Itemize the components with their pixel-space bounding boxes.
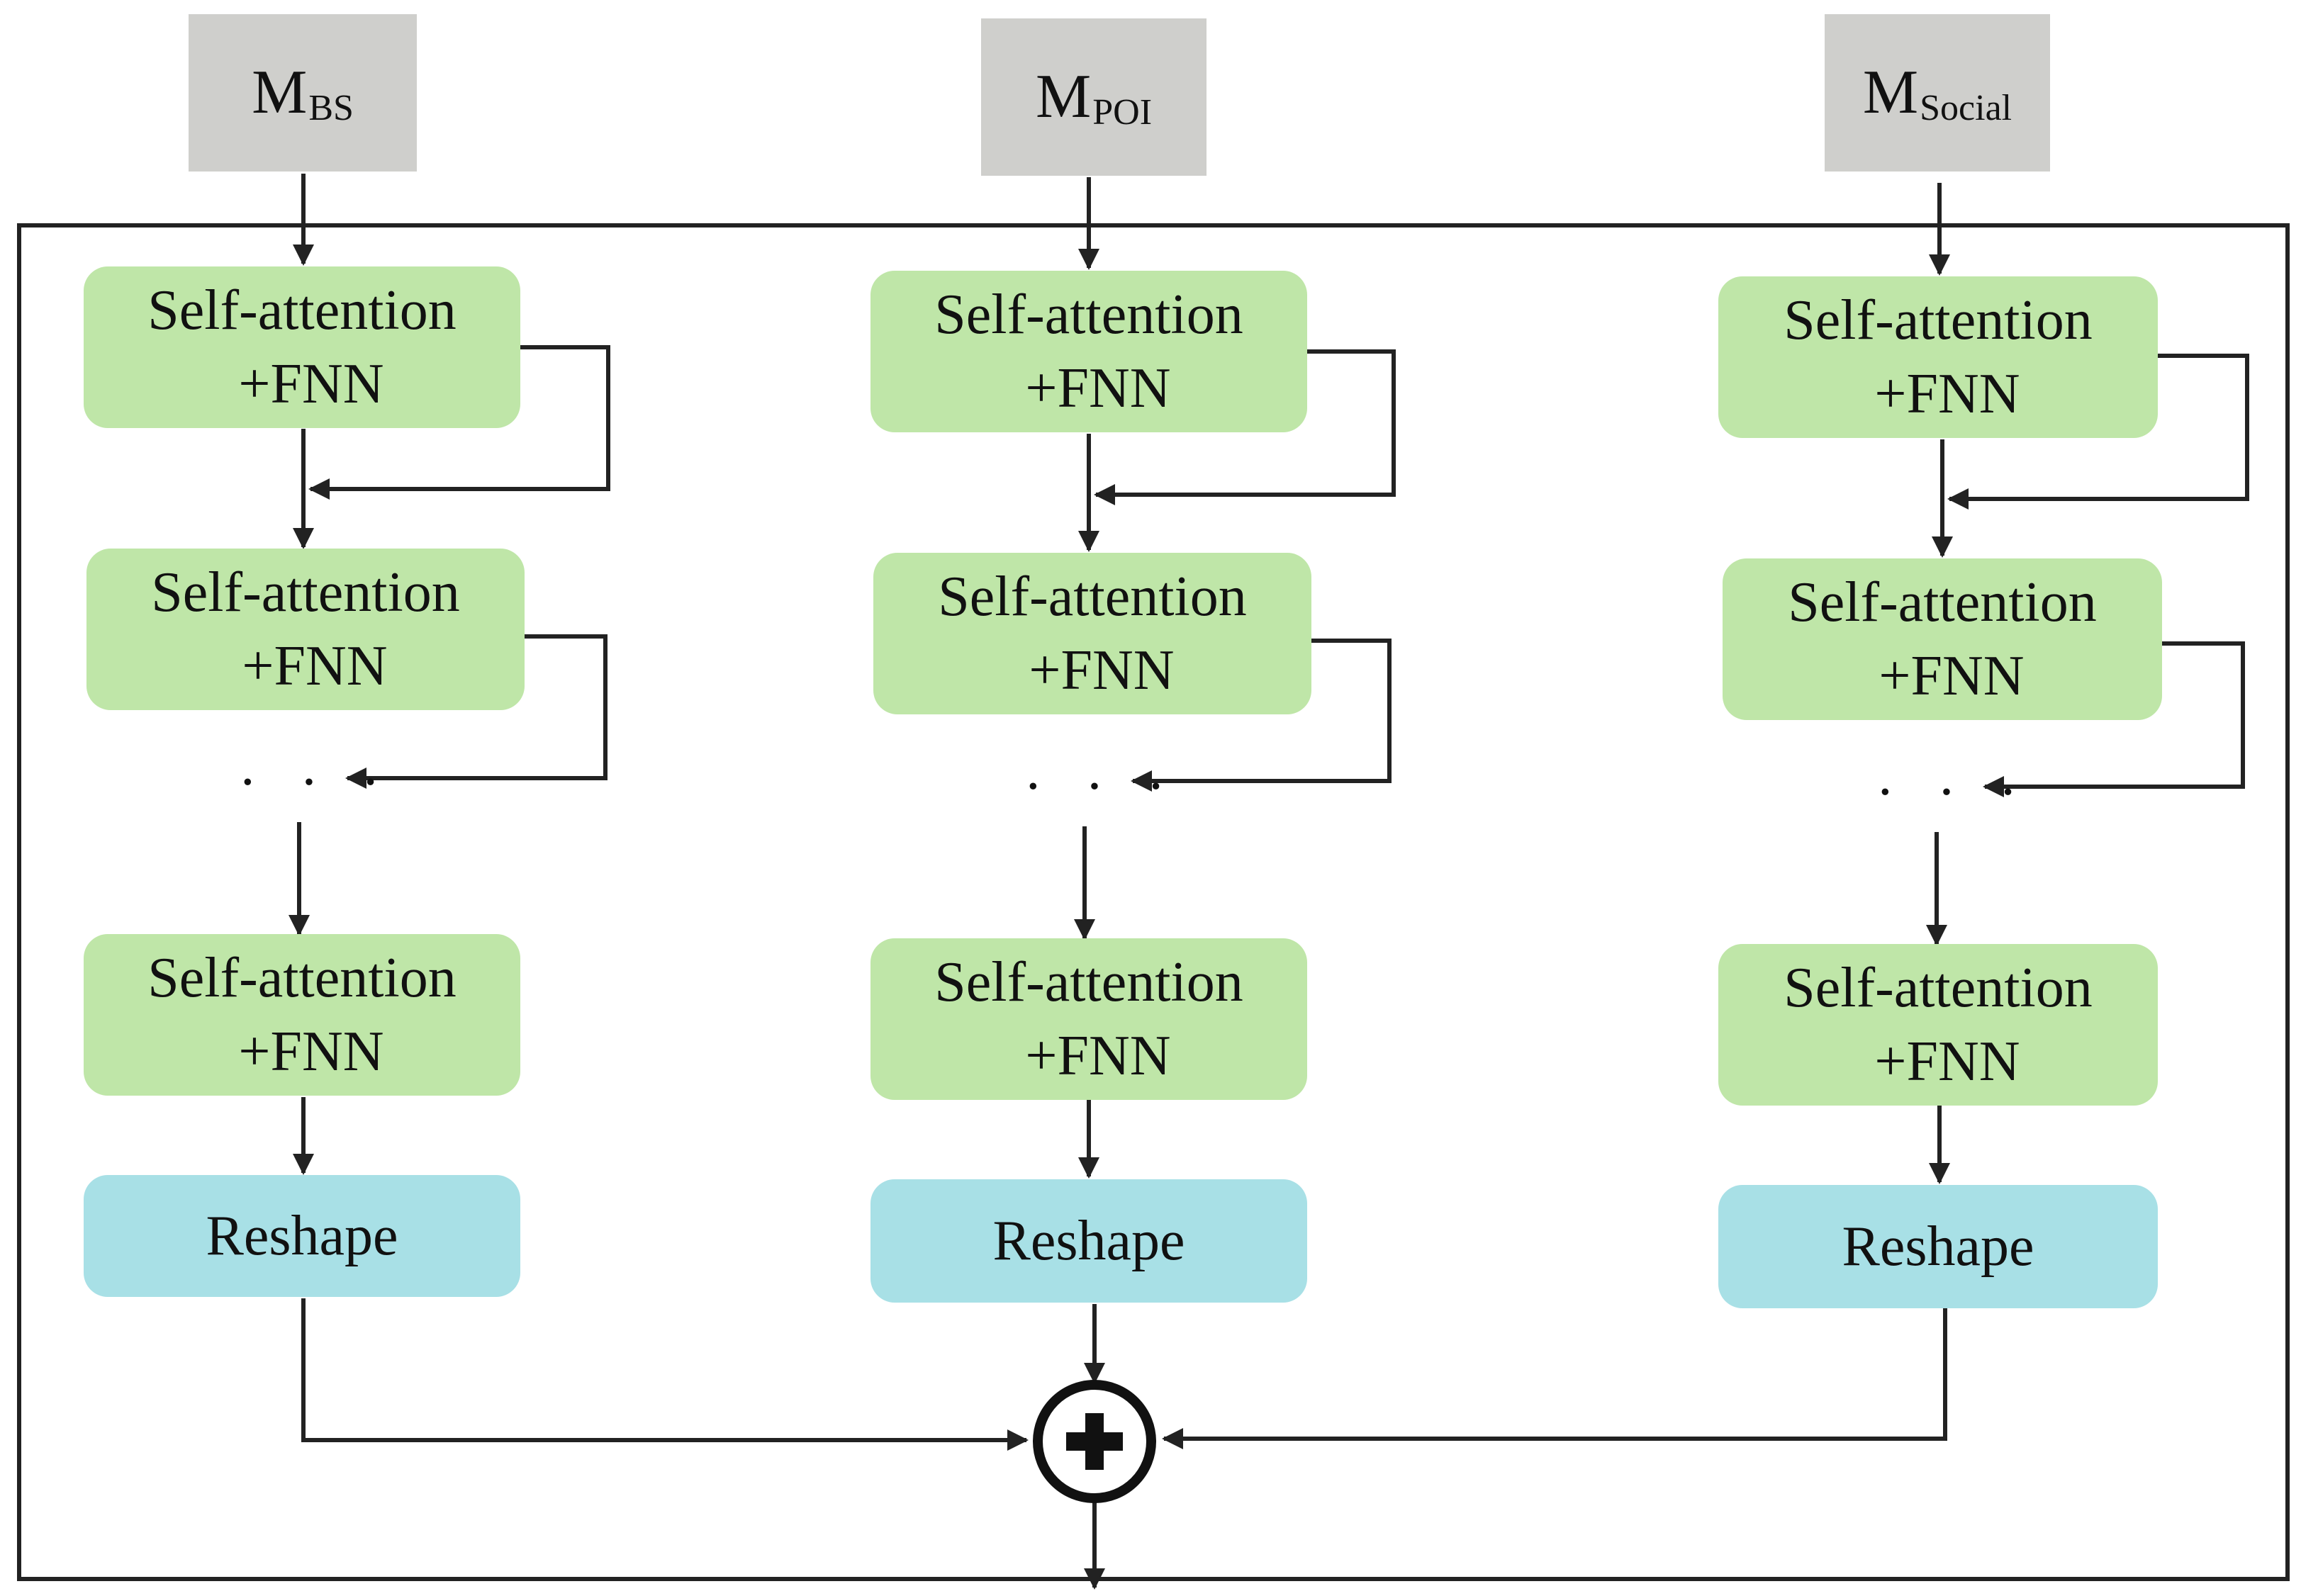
self-attention-block: Self-attention +FNN [1718,276,2158,438]
self-attention-block: Self-attention +FNN [84,266,520,428]
reshape-block: Reshape [1718,1185,2158,1308]
block-line2: +FNN [238,1021,384,1083]
self-attention-block: Self-attention +FNN [870,271,1307,432]
reshape-block: Reshape [870,1179,1307,1303]
block-line2: +FNN [1879,645,2025,707]
self-attention-block: Self-attention +FNN [1718,944,2158,1106]
ellipsis: · · · [238,751,394,814]
block-line1: Self-attention [938,566,1247,628]
ellipsis: · · · [1876,761,2032,824]
block-line2: +FNN [1025,1025,1171,1087]
block-line1: Self-attention [934,951,1243,1013]
block-line1: Self-attention [1784,289,2093,352]
block-line1: Self-attention [151,561,460,624]
sum-operator-icon [1033,1380,1156,1503]
block-line1: Self-attention [1788,571,2097,634]
reshape-label: Reshape [206,1205,398,1267]
block-line2: +FNN [242,635,388,697]
input-label-sub: POI [1092,92,1153,133]
block-line2: +FNN [1025,357,1171,420]
skip-bs-1 [308,345,610,500]
block-line2: +FNN [1874,363,2020,425]
self-attention-block: Self-attention +FNN [86,549,525,710]
ellipsis: · · · [1024,755,1180,818]
block-line1: Self-attention [147,279,457,342]
input-label-main: M [1035,62,1092,131]
block-line2: +FNN [238,353,384,415]
input-label-sub: Social [1920,88,2012,128]
module-frame [17,223,2290,1581]
arrow-social-to-sum [1162,1308,1947,1449]
self-attention-block: Self-attention +FNN [873,553,1311,714]
reshape-label: Reshape [1842,1215,2034,1278]
skip-poi-1 [1094,349,1396,505]
skip-poi-2 [1131,639,1392,792]
input-label-sub: BS [308,88,354,128]
reshape-label: Reshape [992,1210,1185,1272]
skip-bs-2 [345,634,608,789]
block-line2: +FNN [1029,639,1175,702]
self-attention-block: Self-attention +FNN [870,938,1307,1100]
skip-social-2 [1983,641,2245,797]
reshape-block: Reshape [84,1175,520,1297]
self-attention-block: Self-attention +FNN [84,934,520,1096]
block-line2: +FNN [1874,1030,2020,1093]
arrow-bs-to-sum [301,1298,1029,1451]
block-line1: Self-attention [934,283,1243,346]
block-line1: Self-attention [147,947,457,1009]
skip-social-1 [1947,354,2249,510]
block-line1: Self-attention [1784,957,2093,1019]
input-label-main: M [252,58,308,127]
self-attention-block: Self-attention +FNN [1723,558,2162,720]
input-label-main: M [1862,58,1919,127]
